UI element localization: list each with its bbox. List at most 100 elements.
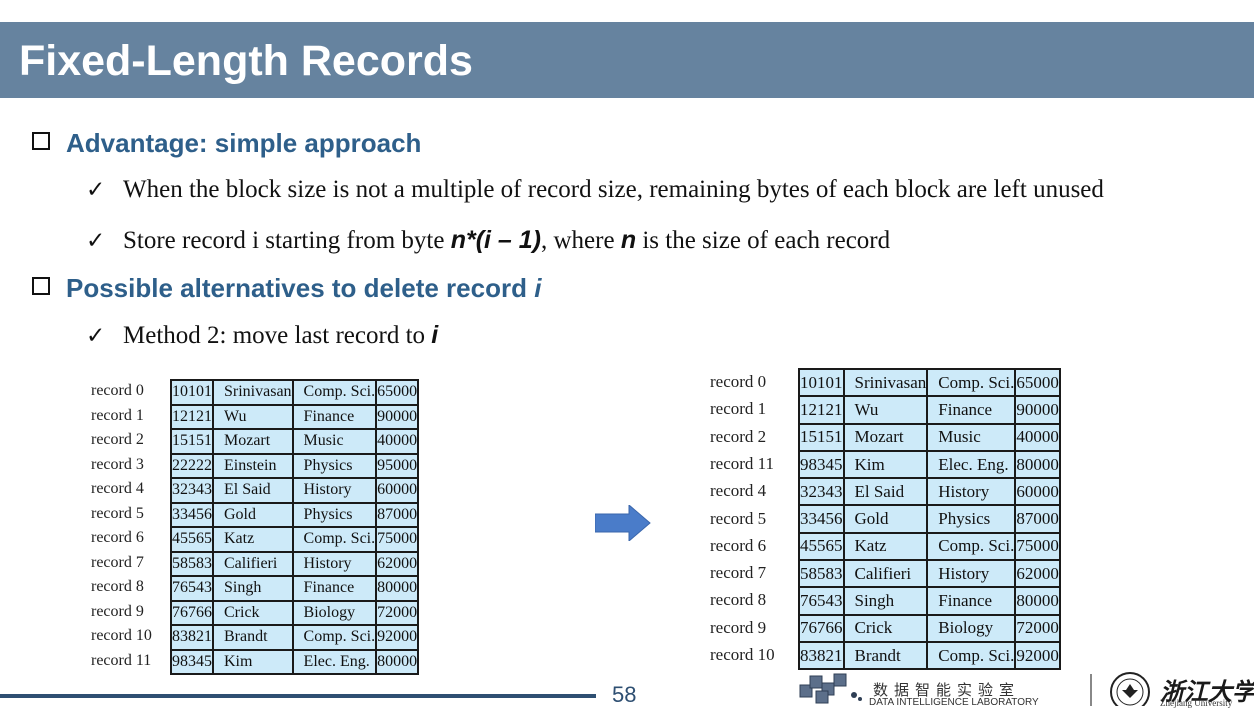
cell-name: El Said (842, 477, 929, 507)
cell-dept: Physics (291, 501, 378, 528)
cell-id: 32343 (798, 477, 845, 507)
cell-dept: Physics (926, 504, 1017, 534)
cell-name: Brandt (842, 640, 929, 671)
university-name-en: Zhejiang University (1160, 698, 1233, 708)
record-label: record 0 (710, 372, 767, 391)
cell-dept: Physics (291, 452, 378, 479)
cell-name: Califieri (842, 559, 929, 589)
cell-name: Crick (842, 613, 929, 643)
record-label: record 11 (91, 651, 152, 669)
right-arrow-icon (595, 505, 651, 541)
cell-salary: 65000 (375, 379, 420, 406)
cell-name: Katz (842, 531, 929, 562)
cell-dept: Elec. Eng. (926, 449, 1017, 480)
cell-salary: 80000 (1014, 449, 1061, 480)
record-label: record 10 (91, 627, 152, 644)
record-label: record 3 (91, 455, 144, 473)
record-label: record 4 (710, 481, 767, 501)
cell-dept: Finance (926, 586, 1017, 616)
cell-name: Srinivasan (842, 367, 929, 398)
cell-name: Brandt (212, 624, 294, 651)
university-seal-icon (1110, 672, 1150, 706)
record-label: record 11 (710, 453, 775, 473)
cell-id: 98345 (170, 648, 214, 675)
record-label: record 2 (91, 431, 144, 448)
cell-dept: Comp. Sci. (926, 367, 1017, 398)
cell-salary: 40000 (1014, 422, 1061, 452)
cell-salary: 87000 (1014, 504, 1061, 534)
cell-dept: History (926, 559, 1017, 589)
cell-name: Wu (212, 403, 294, 430)
cell-id: 58583 (170, 550, 214, 577)
footer-separator (1090, 674, 1092, 706)
cell-salary: 40000 (375, 428, 420, 455)
sub-bullet-method2: ✓Method 2: move last record to i (86, 321, 438, 350)
cell-id: 45565 (170, 526, 214, 553)
cell-name: Crick (212, 599, 294, 626)
cell-name: Mozart (212, 428, 294, 455)
record-label: record 8 (710, 590, 767, 610)
cell-dept: Finance (291, 575, 378, 602)
cell-name: Wu (842, 395, 929, 425)
record-label: record 0 (91, 382, 144, 399)
cell-id: 10101 (798, 367, 845, 398)
lab-name-en: DATA INTELLIGENCE LABORATORY (869, 697, 1039, 708)
cell-salary: 95000 (375, 452, 420, 479)
record-label: record 8 (91, 578, 144, 595)
cell-id: 58583 (798, 559, 845, 589)
checkmark-icon: ✓ (86, 177, 106, 202)
cell-dept: Comp. Sci. (926, 531, 1017, 562)
cell-dept: History (291, 477, 378, 504)
cell-dept: Finance (926, 395, 1017, 425)
record-label: record 4 (91, 480, 144, 497)
cell-name: Katz (212, 526, 294, 553)
sub-bullet-text-pre: Store record i starting from byte (123, 227, 451, 254)
cell-salary: 87000 (375, 501, 420, 528)
cell-id: 10101 (170, 379, 214, 406)
checkmark-icon: ✓ (86, 323, 106, 348)
cell-dept: Comp. Sci. (291, 624, 378, 651)
cell-id: 76766 (170, 599, 214, 626)
cell-id: 15151 (798, 422, 845, 452)
cell-salary: 60000 (1014, 477, 1061, 507)
cell-id: 76766 (798, 613, 845, 643)
cell-id: 33456 (798, 504, 845, 534)
record-label: record 5 (91, 504, 144, 522)
record-label: record 7 (91, 553, 144, 571)
bullet-delete: Possible alternatives to delete record i (32, 273, 541, 304)
formula: n*(i – 1) (450, 226, 541, 254)
sub-bullet-text-mid: , where (540, 227, 621, 254)
sub-bullet-text-post: is the size of each record (636, 227, 891, 254)
cell-name: Singh (842, 586, 929, 616)
checkmark-icon: ✓ (86, 228, 106, 253)
lab-logo-icon (799, 673, 862, 704)
record-label: record 7 (710, 563, 767, 583)
cell-dept: Elec. Eng. (291, 648, 378, 675)
slide-title: Fixed-Length Records (19, 37, 473, 85)
cell-salary: 80000 (375, 575, 420, 602)
cell-dept: History (291, 550, 378, 577)
sub-bullet-store-record: ✓ Store record i starting from byte n*(i … (86, 226, 890, 255)
method-text: Method 2: move last record to (123, 322, 432, 349)
cell-salary: 62000 (375, 550, 420, 577)
cell-name: Einstein (212, 452, 294, 479)
cell-name: Mozart (842, 422, 929, 452)
cell-salary: 92000 (1014, 640, 1061, 671)
page-number: 58 (612, 682, 637, 707)
cell-dept: Music (291, 428, 378, 455)
cell-id: 45565 (798, 531, 845, 562)
cell-name: Kim (842, 449, 929, 480)
